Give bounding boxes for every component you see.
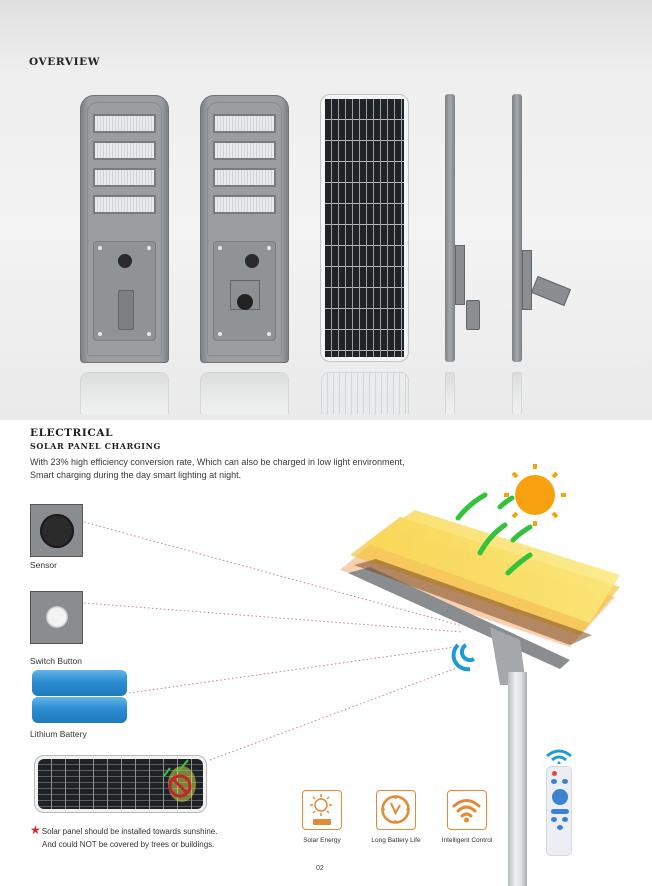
lamp-side-view bbox=[445, 94, 455, 362]
sun-icon bbox=[504, 464, 566, 526]
lithium-battery-label: Lithium Battery bbox=[30, 729, 87, 739]
sensor-thumbnail bbox=[30, 504, 83, 557]
sensor-icon bbox=[40, 514, 74, 548]
shaded-solar-panel-image bbox=[34, 755, 207, 813]
switch-button-thumbnail bbox=[30, 591, 83, 644]
sensor-label: Sensor bbox=[30, 560, 57, 570]
lamp-pole bbox=[508, 672, 527, 886]
overview-heading: OVERVIEW bbox=[29, 56, 101, 68]
page-number: 02 bbox=[316, 865, 324, 872]
remote-signal-icon bbox=[546, 749, 572, 764]
switch-button-icon bbox=[46, 606, 68, 628]
sun-battery-icon bbox=[310, 794, 332, 825]
lithium-battery-image bbox=[30, 670, 127, 724]
solar-charging-subheading: SOLAR PANEL CHARGING bbox=[30, 441, 161, 451]
remote-control bbox=[546, 766, 572, 856]
intelligent-control-feature bbox=[447, 790, 487, 830]
installation-note: ★Solar panel should be installed towards… bbox=[30, 823, 218, 850]
clock-icon bbox=[381, 795, 410, 824]
solar-energy-label: Solar Energy bbox=[303, 837, 341, 844]
long-battery-life-feature bbox=[376, 790, 416, 830]
wifi-icon bbox=[452, 799, 481, 823]
lamp-front-view-alt bbox=[200, 95, 289, 363]
sunlight-arrows-icon bbox=[455, 492, 533, 576]
sensor-icon bbox=[118, 254, 132, 268]
solar-energy-feature bbox=[302, 790, 342, 830]
no-shade-icon bbox=[163, 759, 196, 802]
switch-button-label: Switch Button bbox=[30, 656, 82, 666]
sensor-signal-icon bbox=[451, 643, 475, 672]
electrical-description: With 23% high efficiency conversion rate… bbox=[30, 457, 405, 480]
solar-lamp-illustration bbox=[340, 464, 620, 685]
star-icon: ★ bbox=[30, 823, 41, 837]
solar-panel-view bbox=[320, 94, 409, 362]
long-battery-life-label: Long Battery Life bbox=[371, 837, 421, 844]
intelligent-control-label: Intelligent Control bbox=[441, 837, 493, 844]
electrical-heading: ELECTRICAL bbox=[30, 427, 114, 439]
lamp-front-view bbox=[80, 95, 169, 363]
lamp-side-view-angled bbox=[512, 94, 522, 362]
sensor-icon bbox=[245, 254, 259, 268]
